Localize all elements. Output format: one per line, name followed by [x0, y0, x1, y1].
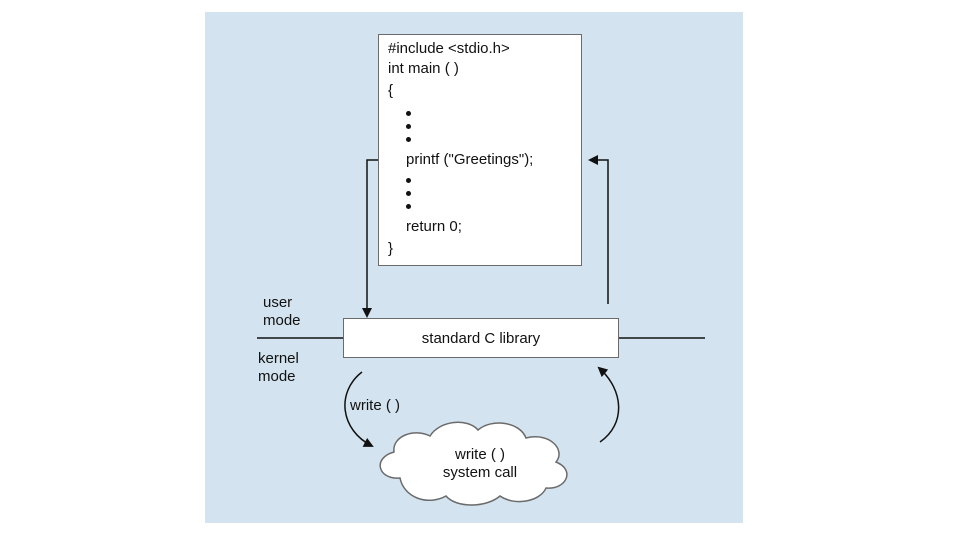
code-main: int main ( ) — [388, 60, 459, 77]
write-call-label: write ( ) — [350, 397, 400, 414]
library-label: standard C library — [421, 329, 541, 347]
code-include: #include <stdio.h> — [388, 40, 510, 57]
user-mode-label: user mode — [263, 294, 301, 330]
ellipsis-dot — [406, 178, 411, 183]
user-mode-line2: mode — [263, 312, 301, 329]
system-call-line1: write ( ) — [455, 446, 505, 463]
kernel-mode-label: kernel mode — [258, 350, 299, 386]
system-call-cloud — [379, 421, 568, 506]
syscall-return-arrow — [597, 366, 620, 443]
return-arrow — [588, 155, 609, 304]
code-printf: printf ("Greetings"); — [406, 151, 534, 168]
user-mode-line1: user — [263, 294, 293, 311]
ellipsis-dot — [406, 191, 411, 196]
kernel-mode-line1: kernel — [258, 350, 299, 367]
ellipsis-dot — [406, 137, 411, 142]
ellipsis-dot — [406, 124, 411, 129]
code-close-brace: } — [388, 240, 394, 257]
code-open-brace: { — [388, 82, 394, 99]
code-return: return 0; — [406, 218, 462, 235]
standard-c-library-box: standard C library — [343, 318, 619, 358]
write-call-arrow — [344, 371, 374, 447]
ellipsis-dot — [406, 204, 411, 209]
program-code-box — [378, 34, 582, 266]
kernel-mode-line2: mode — [258, 368, 296, 385]
system-call-label: write ( ) system call — [420, 446, 540, 482]
ellipsis-dot — [406, 111, 411, 116]
system-call-line2: system call — [442, 464, 518, 481]
